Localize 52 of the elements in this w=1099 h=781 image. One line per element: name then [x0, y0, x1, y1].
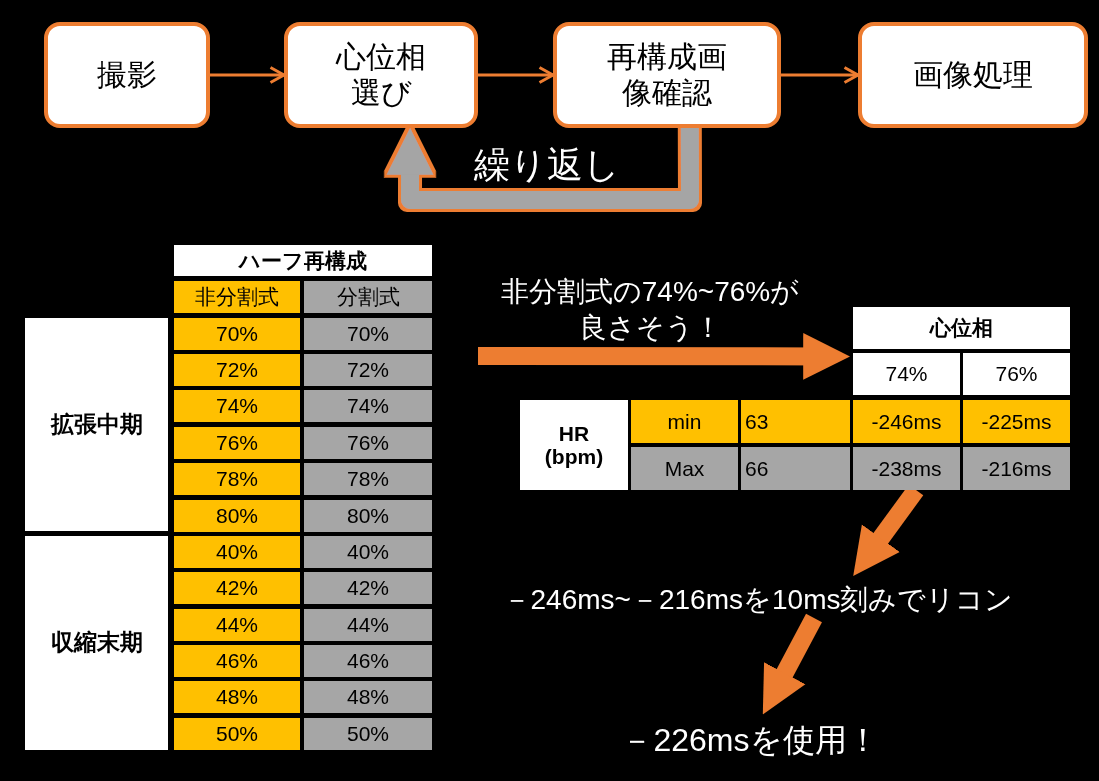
table-cell: HR (bpm) — [520, 400, 628, 490]
process-box: 画像処理 — [858, 22, 1088, 128]
table-cell: 44% — [304, 609, 432, 641]
table-cell: min — [631, 400, 738, 443]
table-cell: 80% — [174, 500, 300, 532]
table-cell: 46% — [304, 645, 432, 677]
table-cell: 63 — [741, 400, 850, 443]
table-cell: 72% — [174, 354, 300, 386]
table-cell: 50% — [304, 718, 432, 750]
table-cell: -238ms — [853, 447, 960, 490]
table-cell: ハーフ再構成 — [174, 245, 432, 276]
table-cell: Max — [631, 447, 738, 490]
table-cell: -225ms — [963, 400, 1070, 443]
table-cell: 70% — [304, 318, 432, 350]
block-arrow — [762, 613, 822, 715]
table-cell: 42% — [304, 572, 432, 604]
table-cell: 76% — [963, 353, 1070, 395]
block-arrow — [478, 332, 850, 380]
table-cell: 66 — [741, 447, 850, 490]
table-cell: 44% — [174, 609, 300, 641]
table-cell: -216ms — [963, 447, 1070, 490]
table-cell: 収縮末期 — [25, 536, 168, 750]
table-cell: 72% — [304, 354, 432, 386]
table-cell: 70% — [174, 318, 300, 350]
table-cell: 76% — [304, 427, 432, 459]
table-cell: 76% — [174, 427, 300, 459]
arrow — [478, 66, 555, 84]
table-cell: 40% — [174, 536, 300, 568]
table-cell: 40% — [304, 536, 432, 568]
table-cell: 74% — [853, 353, 960, 395]
table-cell: 拡張中期 — [25, 318, 168, 531]
result-text: －246ms~－216msを10ms刻みでリコン — [478, 558, 1038, 618]
table-cell: 80% — [304, 500, 432, 532]
table-cell: 50% — [174, 718, 300, 750]
table-cell: 非分割式 — [174, 281, 300, 313]
table-cell: 78% — [304, 463, 432, 495]
table-cell: 74% — [174, 390, 300, 422]
process-box: 再構成画像確認 — [553, 22, 781, 128]
table-cell: 心位相 — [853, 307, 1070, 349]
process-box: 心位相選び — [284, 22, 478, 128]
table-cell: 48% — [174, 681, 300, 713]
table-cell: 48% — [304, 681, 432, 713]
result-text: －226msを使用！ — [590, 712, 910, 762]
process-box: 撮影 — [44, 22, 210, 128]
table-cell: 42% — [174, 572, 300, 604]
table-cell: 46% — [174, 645, 300, 677]
arrow — [781, 66, 860, 84]
table-cell: -246ms — [853, 400, 960, 443]
arrow — [210, 66, 286, 84]
table-cell: 分割式 — [304, 281, 432, 313]
table-cell: 78% — [174, 463, 300, 495]
table-cell: 74% — [304, 390, 432, 422]
